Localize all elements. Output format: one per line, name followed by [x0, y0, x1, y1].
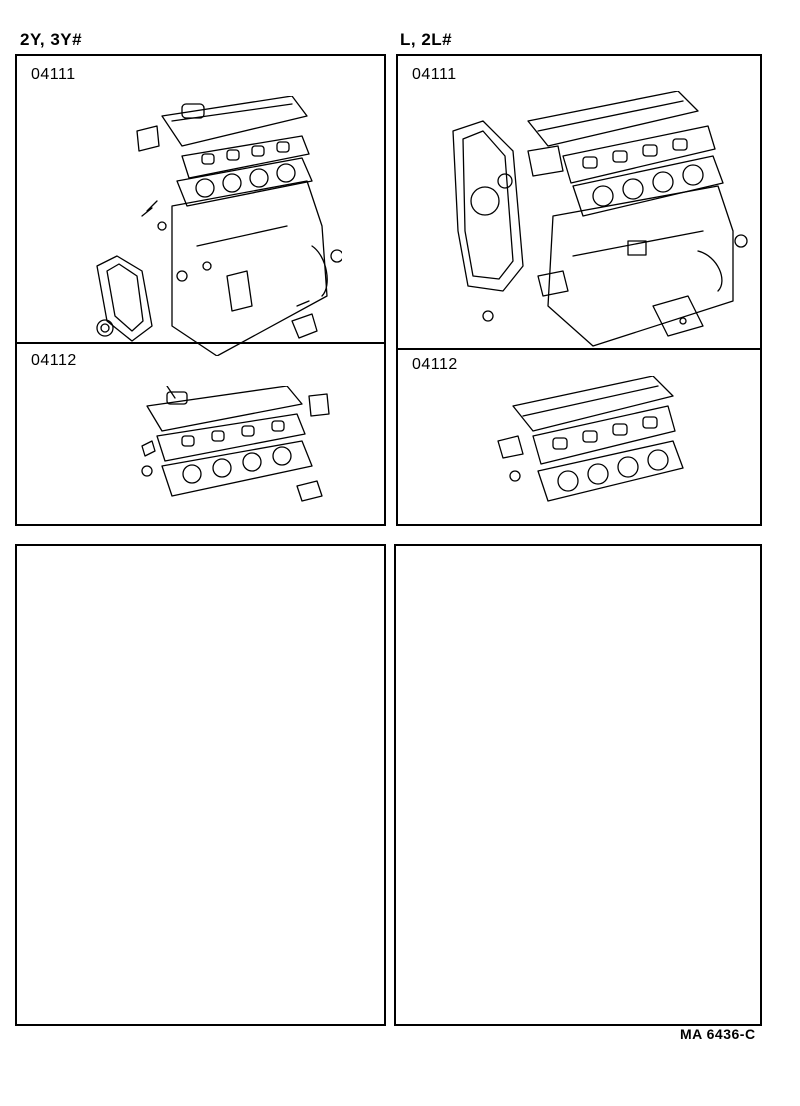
full-gasket-set-drawing-2y[interactable] [87, 96, 342, 356]
part-number-04111-right[interactable]: 04111 [412, 66, 457, 83]
left-parts-panel: 04111 [15, 54, 386, 526]
panel-divider-left [17, 342, 384, 344]
right-parts-panel: 04111 [396, 54, 762, 526]
part-number-04112-left[interactable]: 04112 [31, 352, 77, 369]
right-empty-panel [394, 544, 762, 1026]
left-column-heading: 2Y, 3Y# [20, 30, 83, 49]
illustration-code: MA 6436-C [680, 1026, 756, 1042]
right-column-heading: L, 2L# [400, 30, 453, 49]
head-gasket-set-drawing-2y[interactable] [127, 386, 337, 511]
part-number-04111-left[interactable]: 04111 [31, 66, 76, 83]
panel-divider-right [398, 348, 760, 350]
head-gasket-set-drawing-2l[interactable] [493, 376, 693, 516]
part-number-04112-right[interactable]: 04112 [412, 356, 458, 373]
left-empty-panel [15, 544, 386, 1026]
full-gasket-set-drawing-2l[interactable] [443, 91, 748, 356]
